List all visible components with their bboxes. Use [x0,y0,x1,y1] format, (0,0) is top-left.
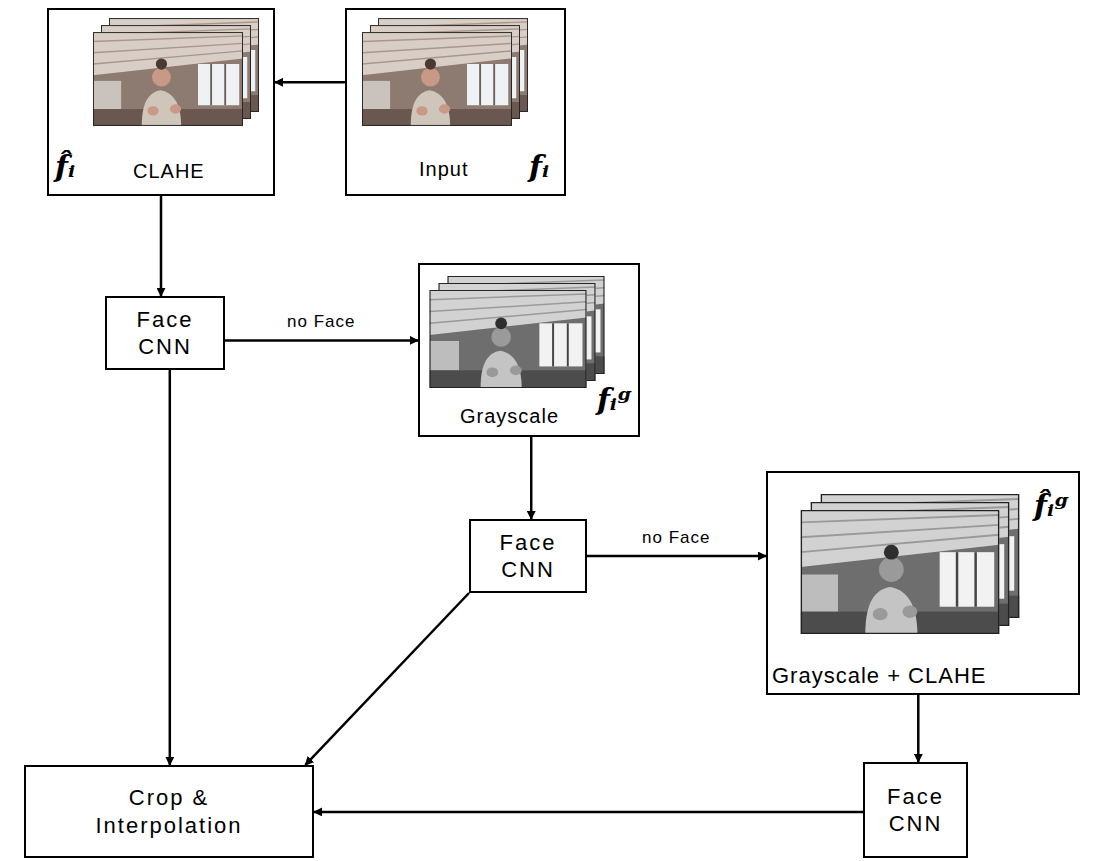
flow-arrow [587,555,766,558]
process-title: Face CNN [872,783,960,838]
box-title: CLAHE [133,160,205,183]
frame-symbol: fᵢ [529,150,549,183]
grayscale-clahe-frames [801,494,1019,634]
frame-symbol: fᵢᵍ [597,383,632,416]
process-box: Face CNN [863,762,968,858]
flow-arrow [305,593,469,765]
edge-label: no Face [284,312,358,332]
frame-symbol: f̂ᵢ [55,150,75,183]
process-box: Face CNN [105,296,225,370]
process-title: Face CNN [120,306,210,361]
edge-label: no Face [639,528,713,548]
flow-arrow [169,370,172,765]
flow-arrow [314,811,863,814]
flow-arrow [275,81,345,84]
process-box: Crop & Interpolation [24,765,314,858]
image-box: Grayscale fᵢᵍ [418,263,640,437]
box-title: Grayscale + CLAHE [772,663,986,688]
box-title: Input [419,158,468,181]
flow-arrow [917,695,920,762]
frame-symbol: f̂ᵢᵍ [1034,489,1069,522]
image-box: f̂ᵢᵍGrayscale + CLAHE [766,471,1080,695]
process-title: Face CNN [483,529,573,584]
clahe-frames [93,18,259,126]
image-box: Input fᵢ [345,8,566,196]
image-box: f̂ᵢ CLAHE [47,8,275,196]
flow-arrow [530,437,533,519]
flow-arrow [160,196,163,296]
process-title: Crop & Interpolation [89,784,249,839]
box-title: Grayscale [460,405,559,428]
input-frames [362,18,528,126]
process-box: Face CNN [469,519,587,593]
grayscale-frames [430,276,605,388]
flow-arrow [225,339,418,342]
